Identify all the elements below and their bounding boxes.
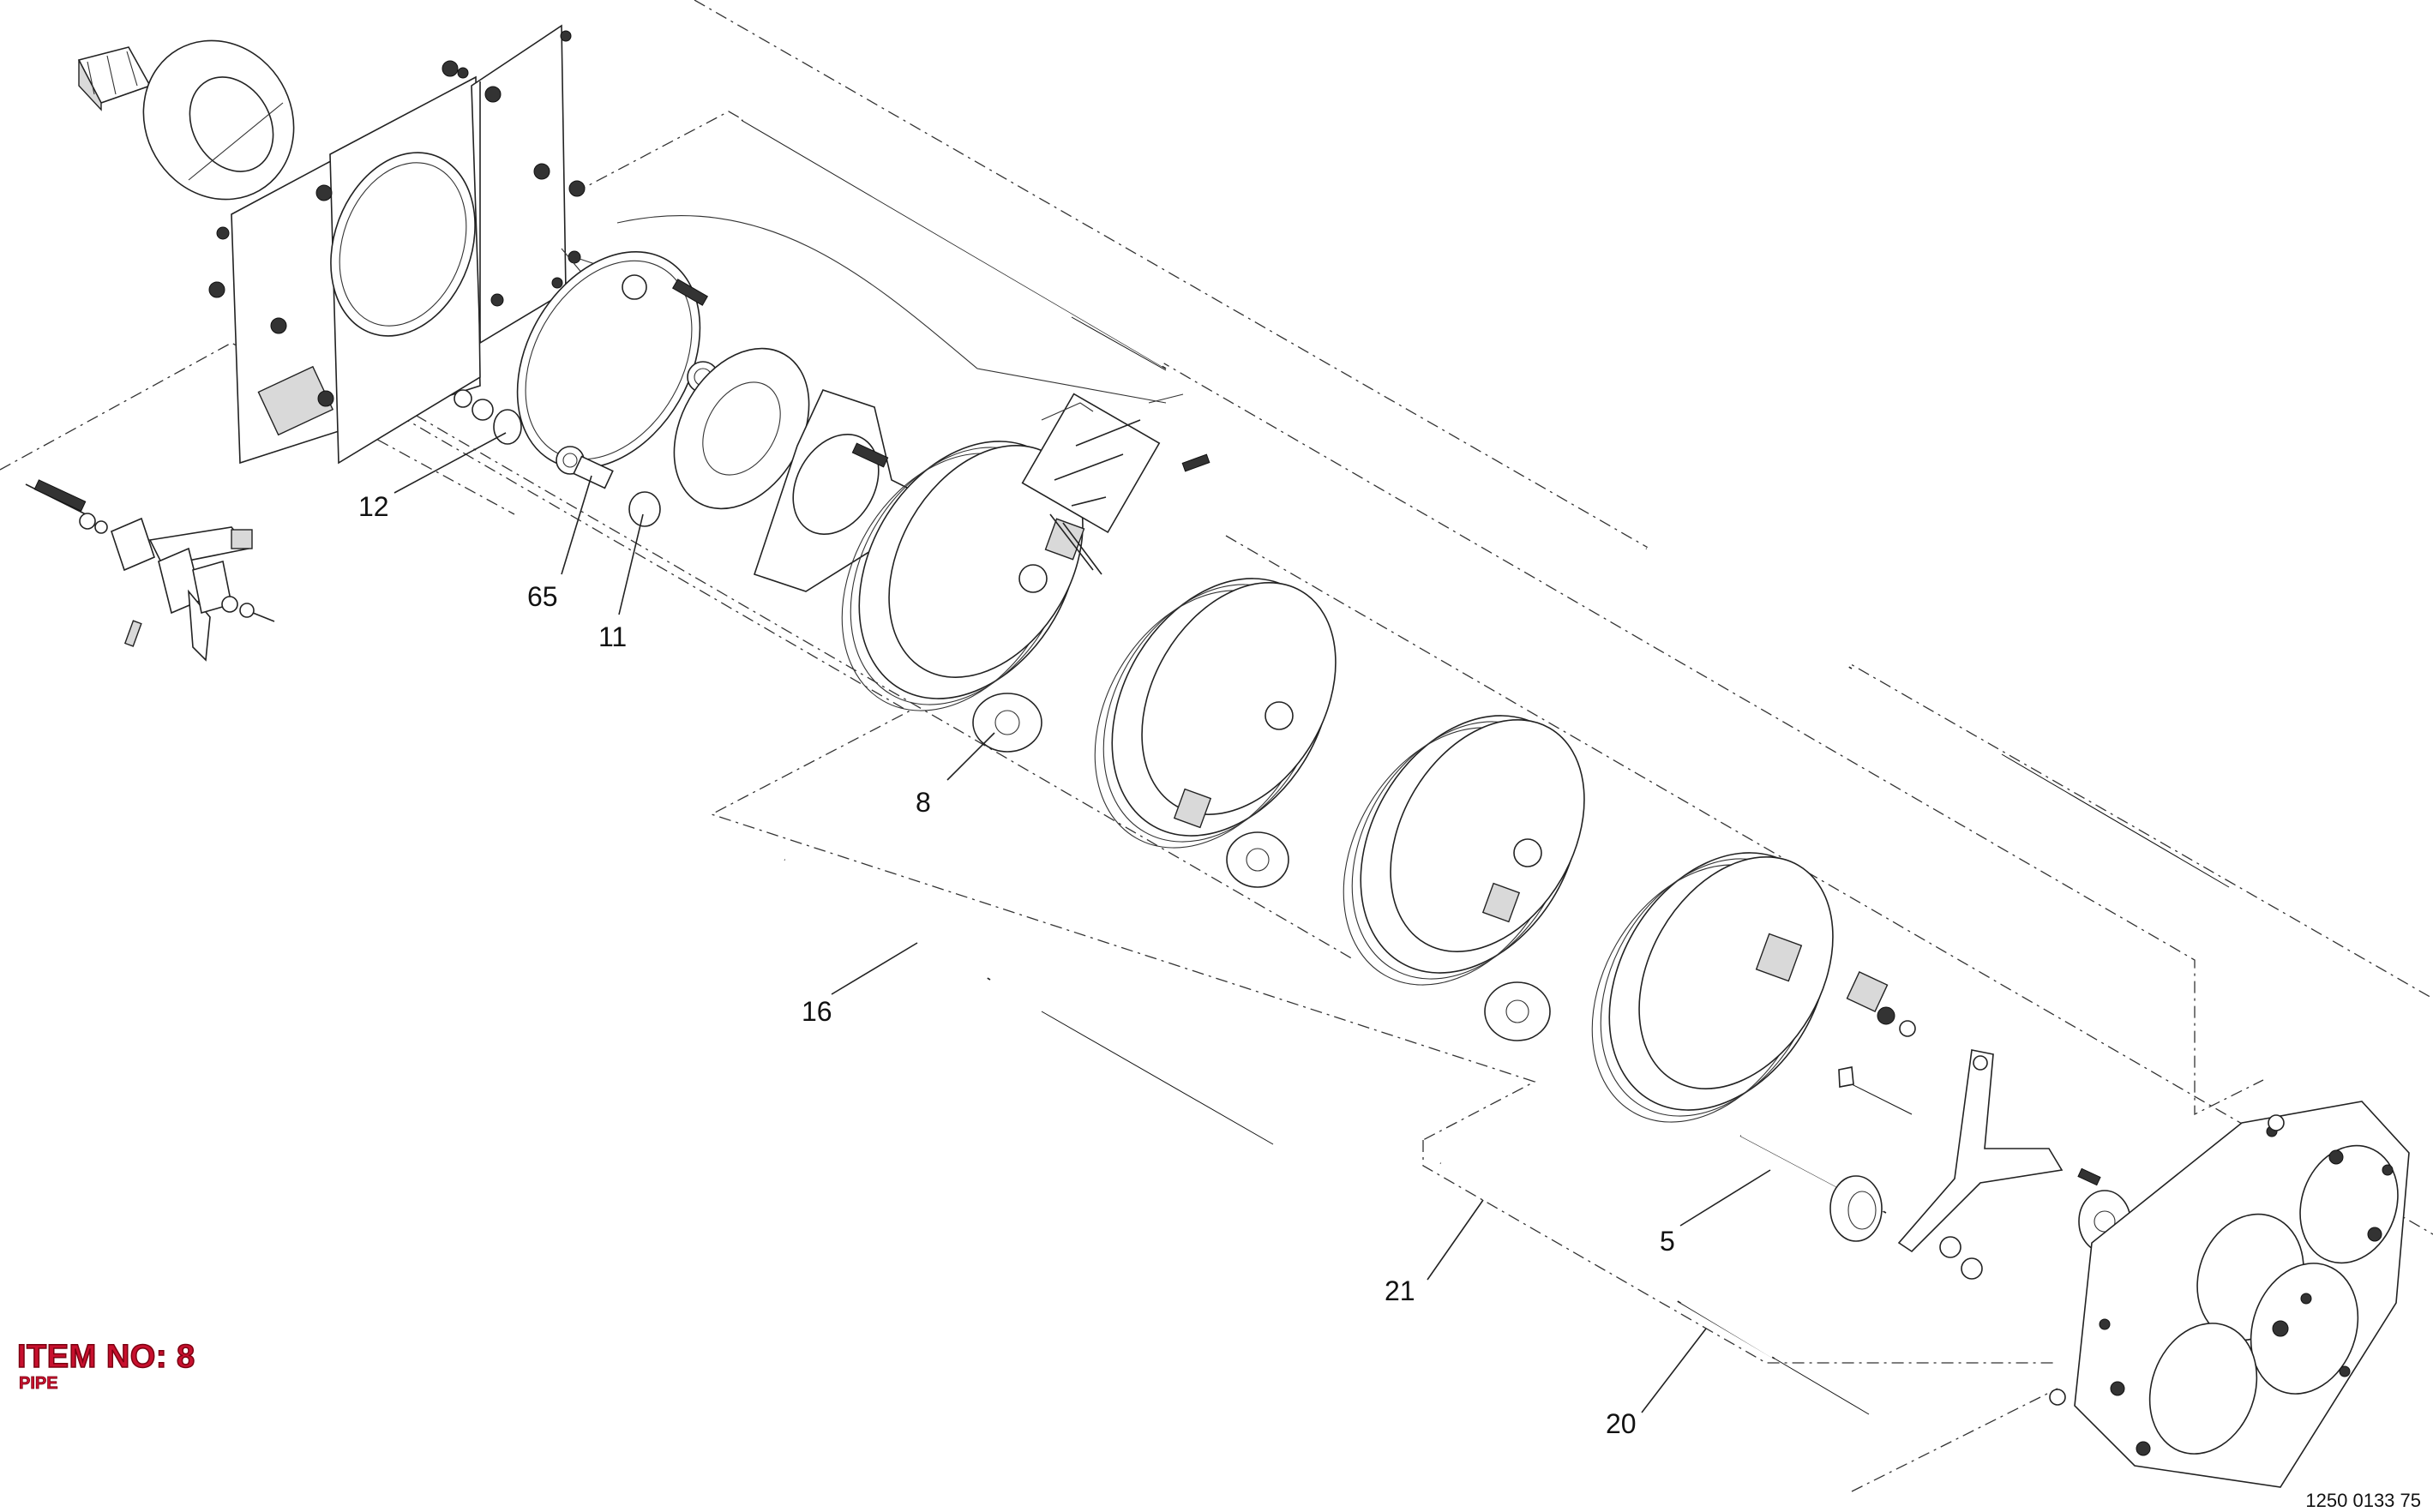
- brush-holder: [1021, 393, 1210, 575]
- shaft-assembly: [1739, 971, 2131, 1280]
- callout-20: 20: [1606, 1408, 1637, 1439]
- spacer-parts: [454, 389, 661, 527]
- callout-leaders: [393, 432, 1771, 1413]
- callout-16: 16: [802, 996, 832, 1027]
- item-number-title: ITEM NO: 8: [16, 1338, 195, 1376]
- callout-11: 11: [598, 621, 628, 652]
- drum-ring-2: [1094, 578, 1337, 888]
- brake-disc: [516, 215, 1167, 592]
- callout-8: 8: [916, 787, 931, 818]
- end-plate: [2049, 1101, 2410, 1488]
- mounting-bracket: [208, 24, 601, 465]
- document-number: 1250 0133 75: [2305, 1490, 2421, 1511]
- coupling-part: [77, 39, 295, 201]
- item-name: PIPE: [19, 1374, 58, 1394]
- switch-assembly: [25, 479, 275, 662]
- drum-ring-3: [1343, 715, 1585, 1041]
- callout-5: 5: [1660, 1226, 1675, 1257]
- callout-21: 21: [1385, 1275, 1415, 1306]
- callout-65: 65: [527, 581, 558, 612]
- callout-12: 12: [358, 491, 389, 522]
- drum-ring-4: [1591, 852, 1834, 1123]
- tie-rods: [741, 116, 2230, 1415]
